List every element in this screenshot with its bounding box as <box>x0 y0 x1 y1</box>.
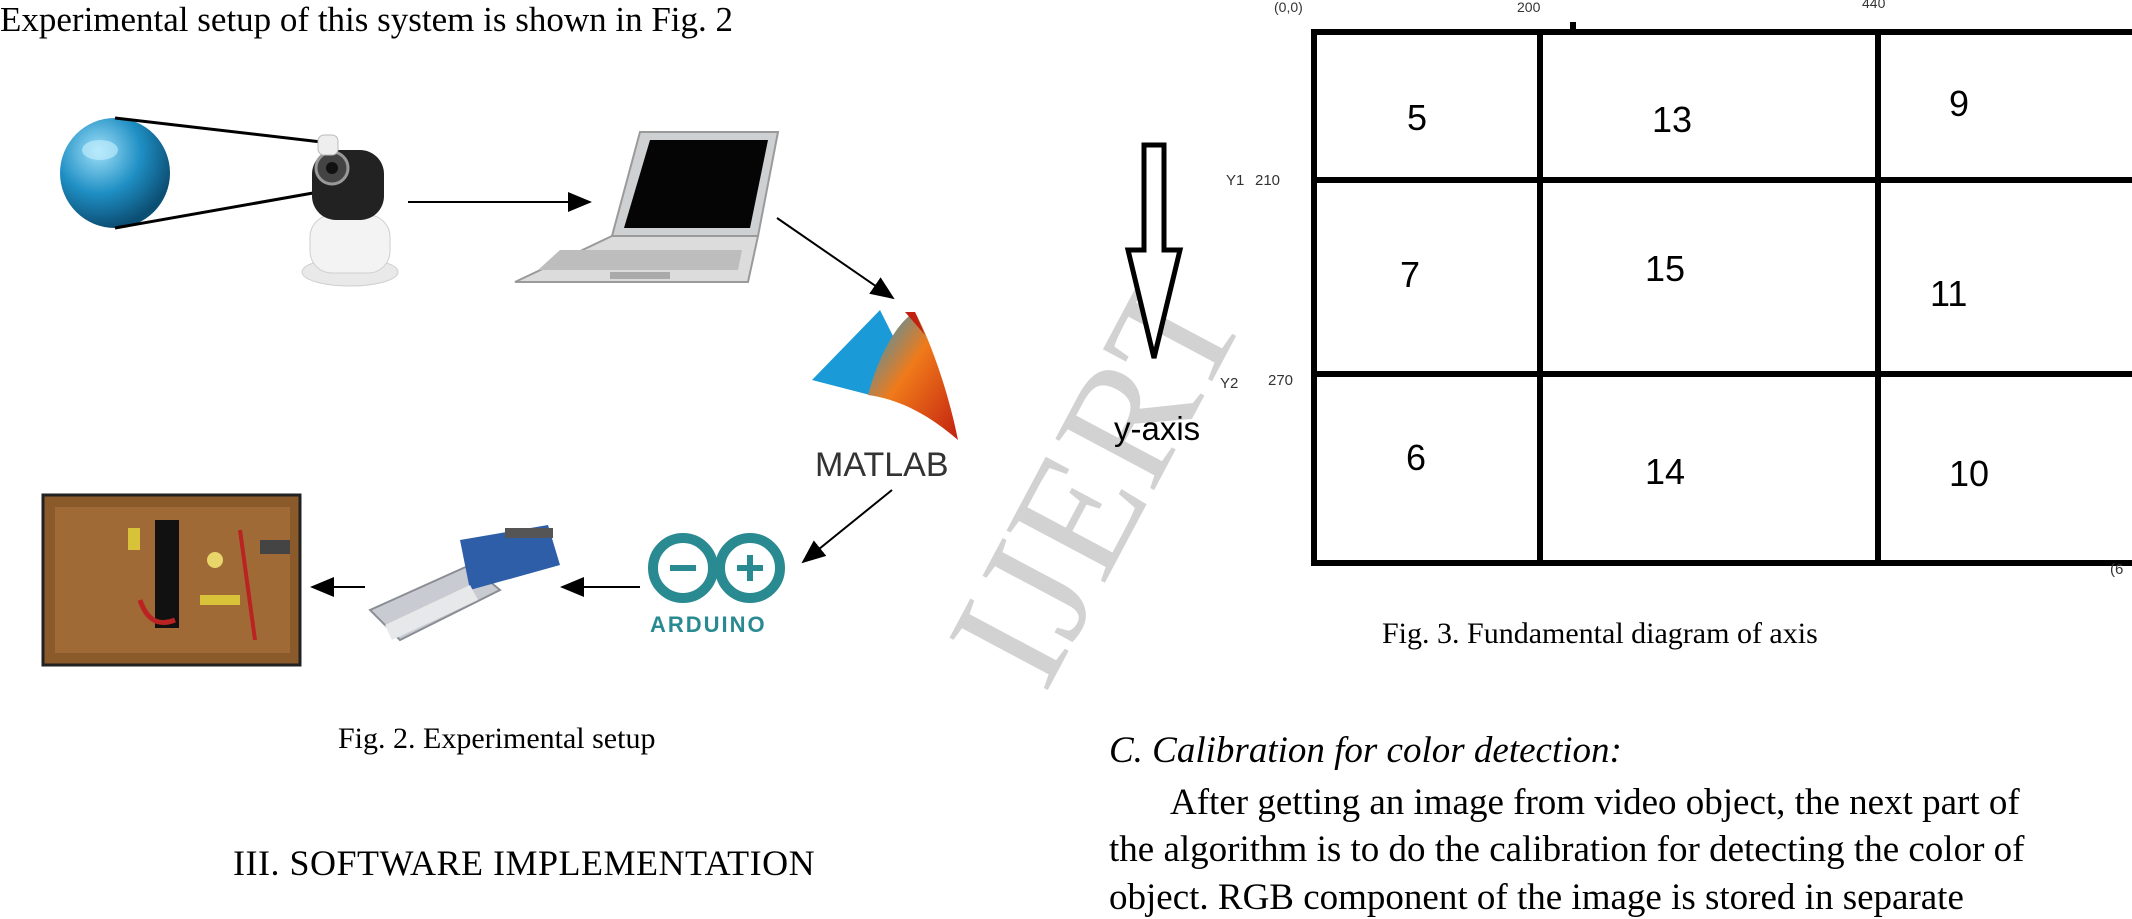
paragraph-line: After getting an image from video object… <box>1170 782 2020 823</box>
cell-r1-c3: 9 <box>1949 83 1969 124</box>
fig3-axis-diagram: (0,0) 200 440 5 13 9 7 15 11 6 14 10 Y1 … <box>1114 0 2132 578</box>
y1-label: Y1 <box>1226 172 1244 189</box>
cell-r3-c3: 10 <box>1949 453 1989 494</box>
x-tick-200: 200 <box>1517 0 1541 15</box>
corner-label: (6 <box>2110 561 2123 578</box>
cell-r3-c1: 6 <box>1406 437 1426 478</box>
circuit-board-photo <box>41 493 302 667</box>
intro-text-line: Experimental setup of this system is sho… <box>0 0 734 39</box>
y-axis-label: y-axis <box>1114 410 1200 447</box>
cell-r1-c2: 13 <box>1652 99 1692 140</box>
arduino-logo <box>648 533 785 603</box>
webcam-icon <box>301 134 399 287</box>
camera-view-line-top <box>114 116 331 145</box>
y1-value: 210 <box>1255 172 1280 189</box>
y2-value: 270 <box>1268 372 1293 389</box>
fig2-experimental-setup: MATLAB ARDUINO <box>41 116 958 667</box>
origin-label: (0,0) <box>1274 0 1303 15</box>
arduino-label: ARDUINO <box>650 612 767 637</box>
fig2-caption: Fig. 2. Experimental setup <box>338 722 656 755</box>
matlab-logo <box>812 310 958 440</box>
matlab-label: MATLAB <box>815 446 949 484</box>
cell-r2-c2: 15 <box>1645 248 1685 289</box>
subsection-title: C. Calibration for color detection: <box>1109 730 1622 771</box>
cell-r2-c3: 11 <box>1930 273 1967 314</box>
arrow-laptop-to-matlab <box>776 217 895 300</box>
ball-object <box>60 118 170 228</box>
fig3-caption: Fig. 3. Fundamental diagram of axis <box>1382 617 1818 650</box>
usb-adapter-icon <box>368 525 560 642</box>
paragraph-line: the algorithm is to do the calibration f… <box>1109 829 2025 870</box>
camera-view-line-bottom <box>114 188 331 230</box>
section-heading: III. SOFTWARE IMPLEMENTATION <box>233 843 816 883</box>
paragraph-line: object. RGB component of the image is st… <box>1109 877 1964 918</box>
grid <box>1311 29 2132 566</box>
y2-label: Y2 <box>1220 375 1238 392</box>
x-tick-440: 440 <box>1862 0 1886 11</box>
cell-r1-c1: 5 <box>1407 97 1427 138</box>
arrow-matlab-to-arduino <box>801 489 893 564</box>
cell-r2-c1: 7 <box>1400 254 1420 295</box>
laptop-icon <box>514 131 780 283</box>
down-arrow-icon <box>1124 142 1184 359</box>
cell-r3-c2: 14 <box>1645 451 1685 492</box>
